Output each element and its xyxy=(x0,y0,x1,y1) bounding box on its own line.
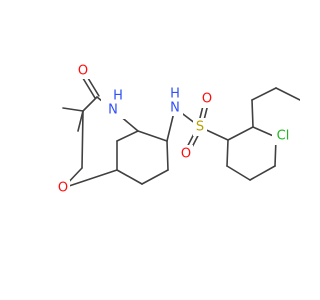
bond-ring-o-ar xyxy=(62,169,118,189)
label-bg xyxy=(101,89,129,119)
bond-ar2-g xyxy=(226,165,251,181)
sulfonamide-n-label: N xyxy=(170,101,180,116)
label-bg xyxy=(272,127,294,145)
amide-n-label: N xyxy=(108,103,118,118)
bond-ar2-f xyxy=(226,139,229,167)
bond-benz-c xyxy=(116,169,143,185)
label-bg xyxy=(167,86,183,116)
bond-benz-e xyxy=(166,140,169,171)
bond-ar2-c xyxy=(251,99,254,128)
label-bg xyxy=(200,90,214,108)
label-bg xyxy=(76,63,90,79)
label-bg xyxy=(56,180,70,196)
bond-carbonyl-cgem xyxy=(82,96,98,112)
bond-cgem-methyl-b xyxy=(62,107,84,112)
label-bg xyxy=(179,145,193,163)
molecule-canvas: O H N O H N O S O Cl xyxy=(56,63,300,196)
molecule-structure: O H N O H N O S O Cl xyxy=(56,63,300,196)
sulfonyl-oxygen-top-label: O xyxy=(202,92,212,107)
sulfonamide-h-label: H xyxy=(170,87,180,102)
atom-label-layer: O H N O H N O S O Cl xyxy=(56,63,294,196)
bond-ar2-h xyxy=(249,165,276,181)
sulfur-label: S xyxy=(196,120,204,135)
label-bg xyxy=(193,118,207,136)
bond-benz-d xyxy=(141,169,169,185)
bond-ar2-a xyxy=(227,126,254,141)
bond-benz-a xyxy=(116,130,139,142)
bond-cgem-ch2 xyxy=(81,110,84,169)
amide-h-label: H xyxy=(113,89,123,104)
bond-ar2-d xyxy=(251,87,277,101)
bond-layer xyxy=(62,72,300,189)
chlorine-label: Cl xyxy=(277,129,290,144)
sulfonyl-oxygen-bottom-label: O xyxy=(181,147,191,162)
ring-oxygen-label: O xyxy=(58,181,68,196)
bond-benz-f xyxy=(137,130,168,142)
bond-ar2-e xyxy=(275,87,300,101)
oxo-oxygen-label: O xyxy=(78,64,88,79)
